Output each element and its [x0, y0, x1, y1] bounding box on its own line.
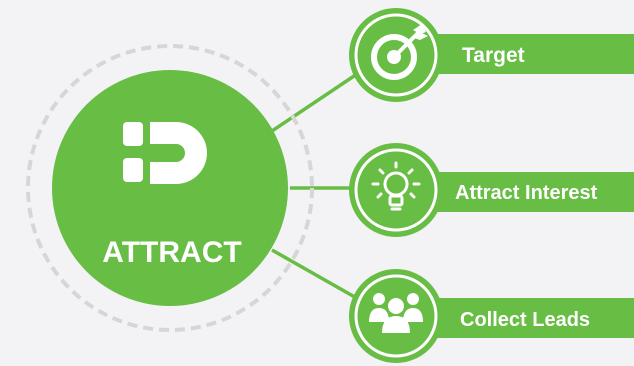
item-target: Target [349, 8, 634, 102]
hub-circle [52, 70, 288, 306]
people-group-icon [369, 293, 423, 333]
item-attract-interest: Attract Interest [349, 143, 634, 237]
hub-dashed-ring [26, 44, 314, 332]
connectors [271, 70, 361, 302]
item-collect-leads: Collect Leads [349, 269, 634, 363]
item-label-attract-interest: Attract Interest [455, 182, 598, 204]
hub-label: ATTRACT [102, 236, 241, 269]
item-circle-ring-collect-leads [354, 274, 438, 358]
connector-target [271, 70, 361, 133]
target-arrow-icon [371, 24, 428, 80]
brand-logo-icon [123, 122, 207, 184]
item-circle-outer-attract-interest [349, 143, 443, 237]
item-circle-ring-target [354, 13, 438, 97]
hub: ATTRACT [26, 44, 314, 332]
item-circle-ring-attract-interest [354, 148, 438, 232]
connector-collect-leads [271, 248, 361, 302]
lightbulb-icon [371, 161, 421, 211]
item-label-target: Target [462, 44, 525, 67]
item-label-collect-leads: Collect Leads [460, 309, 590, 331]
